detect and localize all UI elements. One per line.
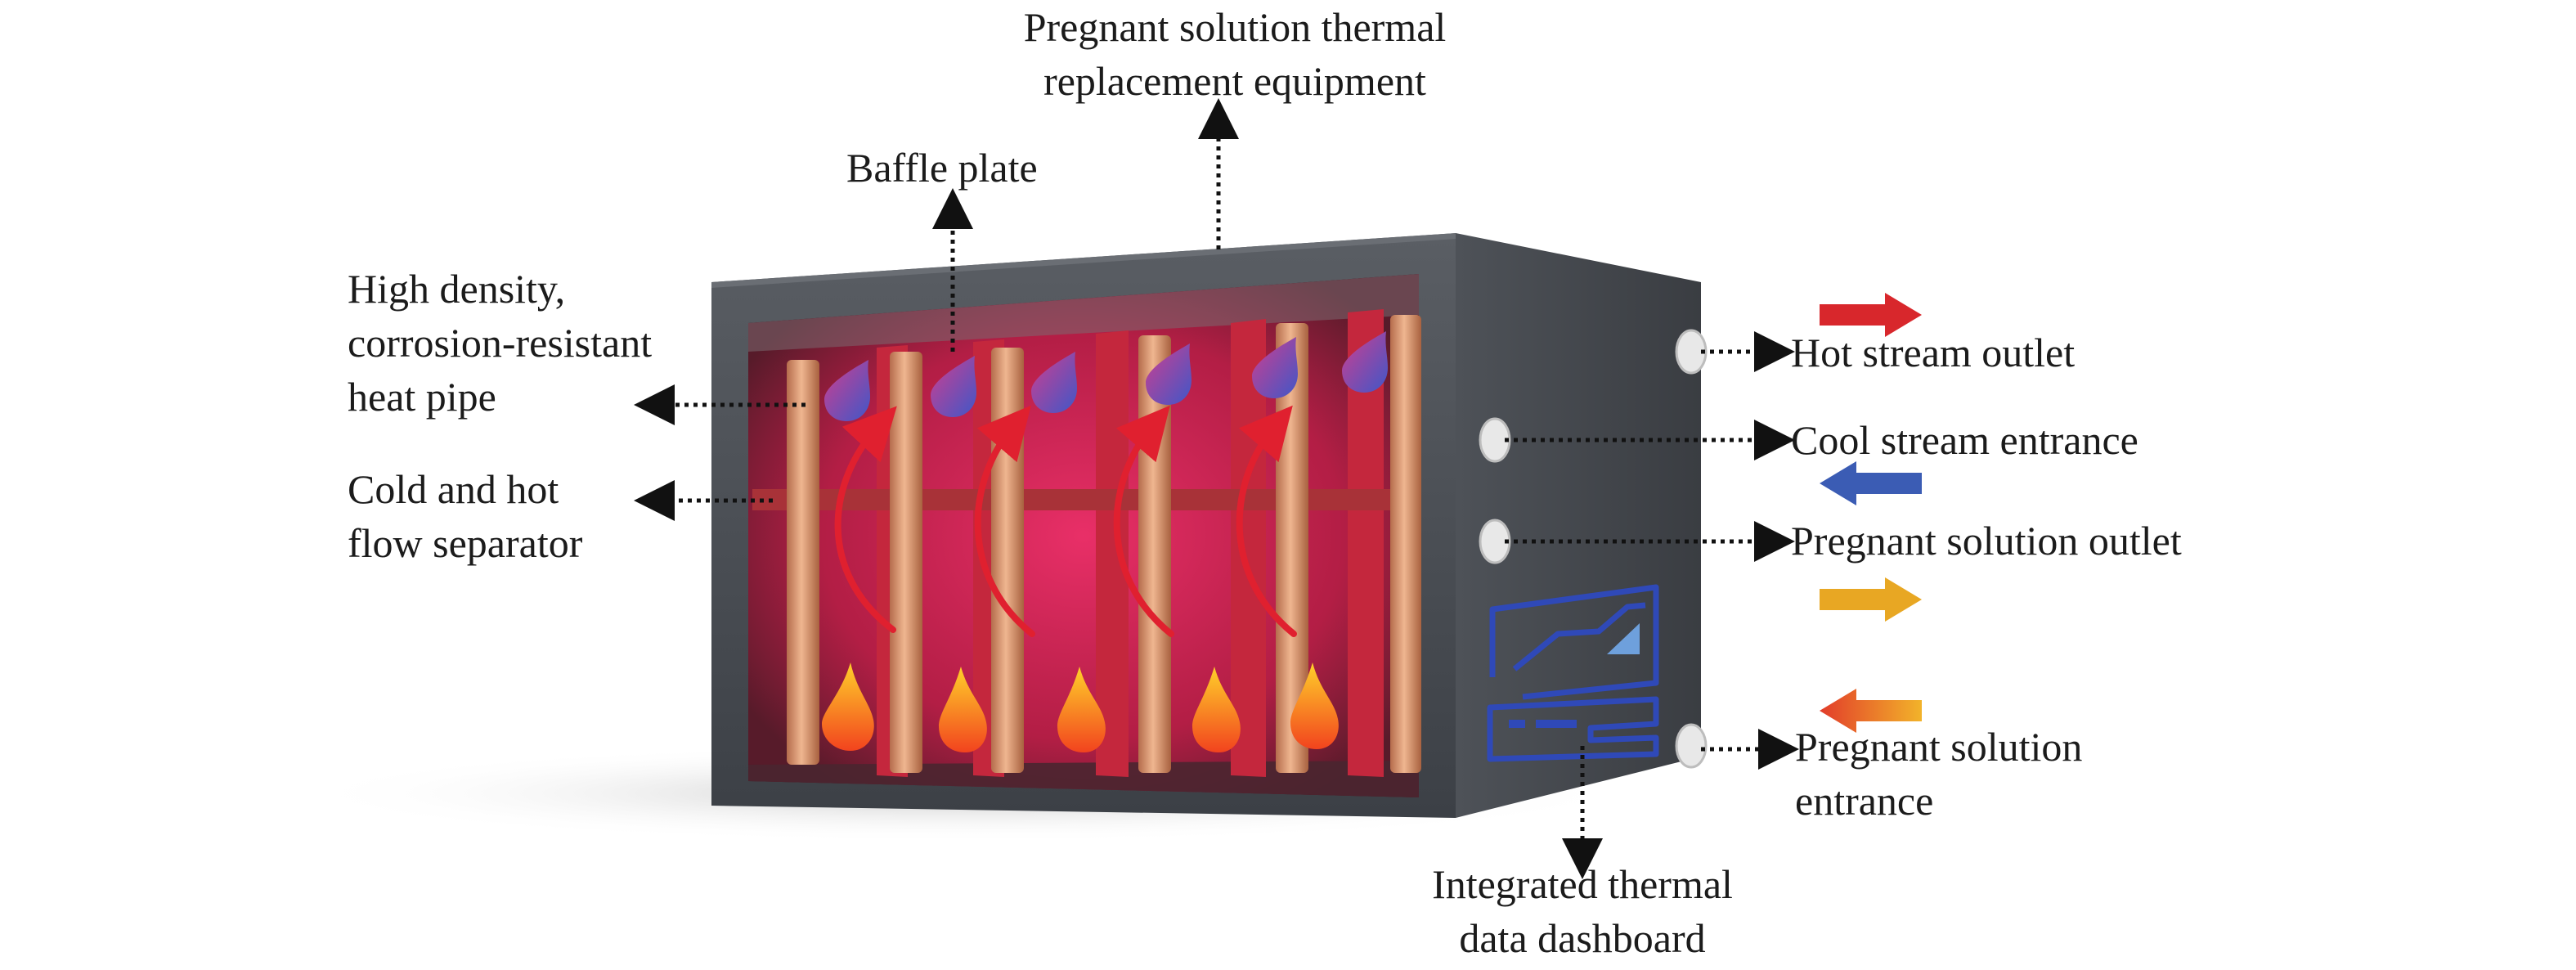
- pregnant-entrance-port: [1675, 723, 1708, 769]
- heat-pipe: [1390, 315, 1421, 773]
- label-baffle: Baffle plate: [846, 141, 1038, 195]
- label-pregnant-entrance-line1: Pregnant solution: [1795, 724, 2083, 770]
- label-heat-pipe-line1: High density,: [348, 266, 566, 312]
- ports: [1479, 329, 1708, 769]
- thermal-dashboard: [1487, 584, 1659, 762]
- label-cool-entrance: Cool stream entrance: [1791, 413, 2138, 467]
- box-side-face: [1456, 233, 1701, 818]
- label-hot-outlet: Hot stream outlet: [1791, 326, 2075, 379]
- flame-icon: [1290, 662, 1339, 749]
- stream-arrows: [1820, 293, 1922, 733]
- pregnant-outlet-port: [1479, 519, 1511, 564]
- label-cool-entrance-text: Cool stream entrance: [1791, 417, 2138, 463]
- dashboard-button: [1509, 720, 1525, 728]
- label-equipment-line1: Pregnant solution thermal: [1023, 4, 1447, 50]
- label-heat-pipe-line3: heat pipe: [348, 374, 496, 420]
- pregnant-entrance-arrow: [1820, 689, 1922, 733]
- cool-entrance-port: [1479, 417, 1511, 463]
- flames: [822, 662, 1339, 752]
- heat-pipe: [787, 360, 819, 765]
- droplet-icon: [1031, 352, 1077, 413]
- droplets: [824, 331, 1388, 421]
- label-pregnant-entrance: Pregnant solution entrance: [1795, 720, 2082, 828]
- label-hot-outlet-text: Hot stream outlet: [1791, 330, 2076, 375]
- label-dashboard-line1: Integrated thermal: [1432, 861, 1733, 907]
- label-dashboard: Integrated thermal data dashboard: [1337, 857, 1828, 965]
- label-heat-pipe: High density, corrosion-resistant heat p…: [348, 262, 652, 424]
- droplet-icon: [1146, 344, 1192, 405]
- label-separator-line2: flow separator: [348, 520, 583, 566]
- label-dashboard-line2: data dashboard: [1459, 915, 1706, 961]
- heat-flow-arrow: [974, 405, 1035, 637]
- leader-lines: [634, 98, 1799, 879]
- flow-separator-bar: [752, 489, 1419, 510]
- label-pregnant-entrance-line2: entrance: [1795, 778, 1934, 824]
- droplet-icon: [1342, 331, 1388, 393]
- droplet-icon: [824, 360, 870, 421]
- label-baffle-text: Baffle plate: [846, 145, 1038, 191]
- label-equipment: Pregnant solution thermal replacement eq…: [957, 0, 1513, 108]
- heat-flow-arrow: [834, 406, 897, 633]
- heat-pipe: [890, 352, 922, 773]
- hot-stream-arrow: [1820, 293, 1922, 337]
- cavity-top-shading: [748, 274, 1419, 352]
- label-equipment-line2: replacement equipment: [1043, 58, 1426, 104]
- heat-pipe: [991, 348, 1024, 773]
- label-separator: Cold and hot flow separator: [348, 462, 582, 570]
- cool-stream-arrow: [1820, 461, 1922, 505]
- baffle-plate: [1096, 330, 1129, 777]
- droplet-icon: [931, 356, 976, 417]
- dashboard-panel: [1487, 696, 1659, 762]
- baffle-plate: [1348, 309, 1384, 777]
- dashboard-screen: [1489, 584, 1659, 700]
- droplet-icon: [1252, 337, 1298, 398]
- label-pregnant-outlet-text: Pregnant solution outlet: [1791, 518, 2182, 564]
- flame-icon: [1057, 667, 1106, 752]
- label-pregnant-outlet: Pregnant solution outlet: [1791, 514, 2182, 568]
- dashboard-triangle: [1607, 623, 1640, 654]
- hot-outlet-port: [1675, 329, 1708, 375]
- heat-flow-arrow: [1113, 405, 1174, 637]
- heat-flow-arrow: [1236, 405, 1297, 637]
- dashboard-curve: [1512, 602, 1646, 671]
- label-heat-pipe-line2: corrosion-resistant: [348, 320, 653, 366]
- box-top-edge: [711, 233, 1456, 288]
- flame-icon: [939, 667, 987, 752]
- flame-icon: [1192, 667, 1241, 752]
- label-separator-line1: Cold and hot: [348, 466, 559, 512]
- pregnant-outlet-arrow: [1820, 577, 1922, 622]
- flame-icon: [822, 662, 874, 751]
- heat-flow-arrows: [834, 405, 1297, 637]
- dashboard-button: [1536, 720, 1577, 728]
